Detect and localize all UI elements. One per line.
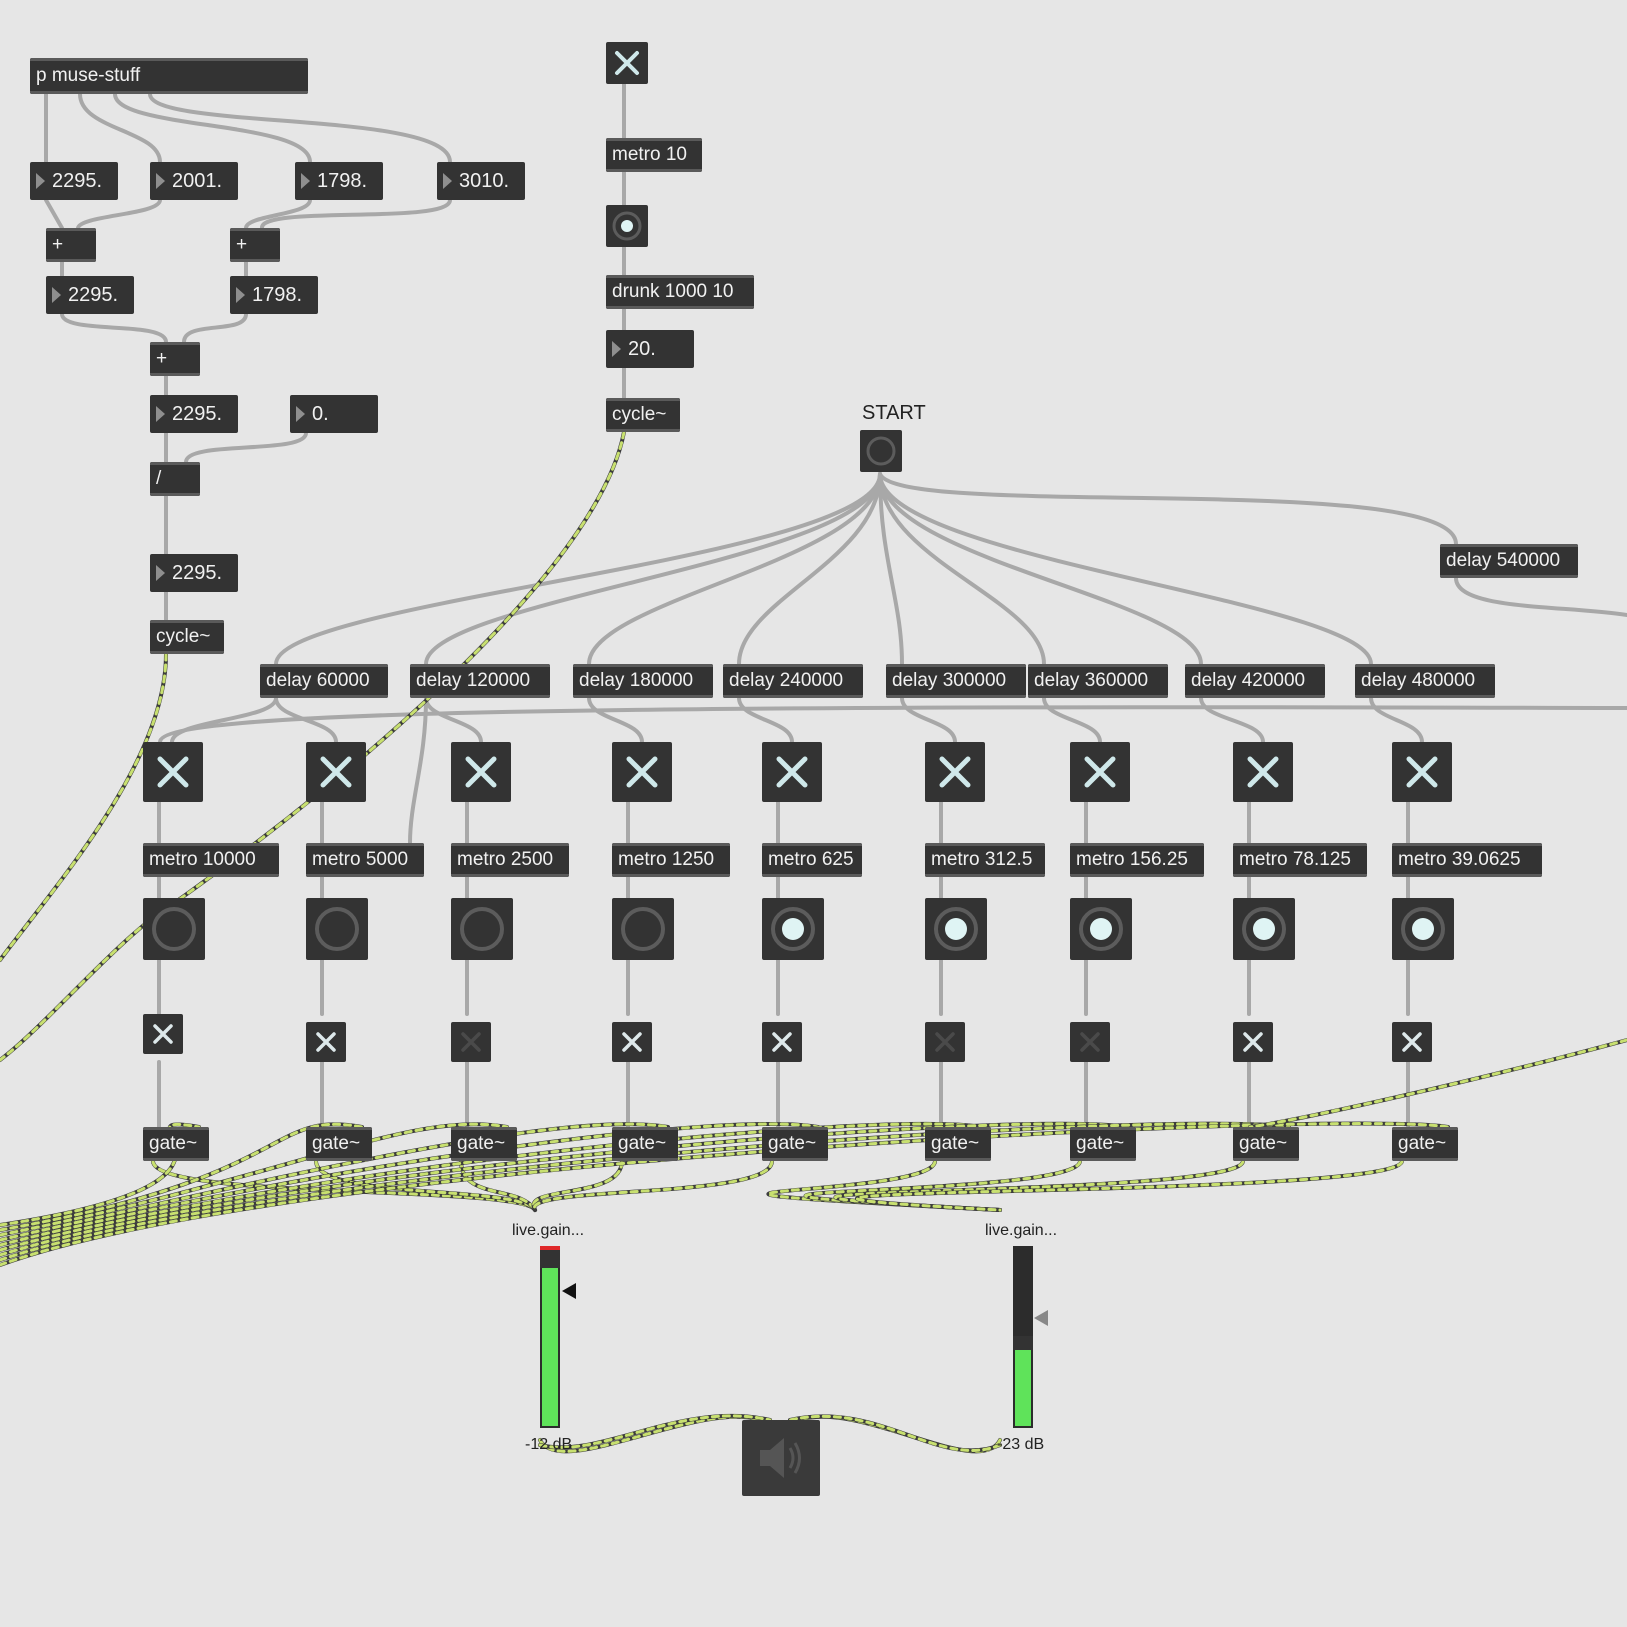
start-comment: START <box>862 402 926 424</box>
gate-toggle[interactable] <box>925 1022 965 1062</box>
delay-object[interactable]: delay 360000 <box>1028 664 1168 698</box>
delay-object[interactable]: delay 180000 <box>573 664 713 698</box>
gain-pointer-icon <box>562 1283 576 1299</box>
divide-operator[interactable]: / <box>150 462 200 496</box>
metro-object[interactable]: metro 10 <box>606 138 702 172</box>
number-box[interactable]: 2295. <box>46 276 134 314</box>
gate-toggle[interactable] <box>762 1022 802 1062</box>
toggle[interactable] <box>612 742 672 802</box>
cycle-oscillator[interactable]: cycle~ <box>150 620 224 654</box>
metro-object[interactable]: metro 2500 <box>451 843 569 877</box>
gate-toggle[interactable] <box>143 1014 183 1054</box>
gain-clip-indicator <box>540 1246 560 1250</box>
gain-label: live.gain... <box>512 1222 585 1239</box>
bang-button[interactable] <box>762 898 824 960</box>
metro-object[interactable]: metro 10000 <box>143 843 279 877</box>
ezdac-button[interactable] <box>742 1420 820 1496</box>
gate-toggle[interactable] <box>451 1022 491 1062</box>
delay-object[interactable]: delay 300000 <box>886 664 1026 698</box>
gate-toggle[interactable] <box>1392 1022 1432 1062</box>
gain-label: live.gain... <box>985 1222 1058 1239</box>
gate-object[interactable]: gate~ <box>451 1127 517 1161</box>
gate-object[interactable]: gate~ <box>612 1127 678 1161</box>
gate-object[interactable]: gate~ <box>1070 1127 1136 1161</box>
bang-button[interactable] <box>1070 898 1132 960</box>
metro-object[interactable]: metro 1250 <box>612 843 730 877</box>
toggle[interactable] <box>606 42 648 84</box>
metro-object[interactable]: metro 5000 <box>306 843 424 877</box>
gain-meter-fill <box>542 1262 558 1426</box>
subpatcher-label: p muse-stuff <box>36 65 141 86</box>
gain-slider[interactable] <box>1013 1246 1033 1428</box>
gain-meter-fill <box>1015 1337 1031 1426</box>
toggle[interactable] <box>143 742 203 802</box>
gain-pointer-icon <box>1034 1310 1048 1326</box>
gate-object[interactable]: gate~ <box>762 1127 828 1161</box>
number-box[interactable]: 2295. <box>150 554 238 592</box>
plus-operator[interactable]: + <box>46 228 96 262</box>
plus-operator[interactable]: + <box>150 342 200 376</box>
delay-object[interactable]: delay 120000 <box>410 664 550 698</box>
gate-object[interactable]: gate~ <box>1233 1127 1299 1161</box>
gate-object[interactable]: gate~ <box>1392 1127 1458 1161</box>
bang-button[interactable] <box>612 898 674 960</box>
bang-button[interactable] <box>306 898 368 960</box>
bang-button[interactable] <box>1233 898 1295 960</box>
number-box[interactable]: 2295. <box>150 395 238 433</box>
start-bang-button[interactable] <box>860 430 902 472</box>
gain-handle <box>540 1250 560 1268</box>
gate-toggle[interactable] <box>1070 1022 1110 1062</box>
number-box[interactable]: 2001. <box>150 162 238 200</box>
metro-object[interactable]: metro 78.125 <box>1233 843 1367 877</box>
gain-slider[interactable] <box>540 1246 560 1428</box>
number-box[interactable]: 1798. <box>295 162 383 200</box>
plus-operator[interactable]: + <box>230 228 280 262</box>
cycle-oscillator[interactable]: cycle~ <box>606 398 680 432</box>
gate-object[interactable]: gate~ <box>306 1127 372 1161</box>
delay-object[interactable]: delay 420000 <box>1185 664 1325 698</box>
bang-button[interactable] <box>925 898 987 960</box>
bang-button[interactable] <box>451 898 513 960</box>
metro-object[interactable]: metro 156.25 <box>1070 843 1204 877</box>
gate-toggle[interactable] <box>306 1022 346 1062</box>
bang-button[interactable] <box>1392 898 1454 960</box>
bang-button[interactable] <box>143 898 205 960</box>
metro-object[interactable]: metro 625 <box>762 843 862 877</box>
number-box[interactable]: 20. <box>606 330 694 368</box>
delay-object[interactable]: delay 540000 <box>1440 544 1578 578</box>
toggle[interactable] <box>306 742 366 802</box>
drunk-object[interactable]: drunk 1000 10 <box>606 275 754 309</box>
number-box[interactable]: 2295. <box>30 162 118 200</box>
subpatcher-muse-stuff[interactable]: p muse-stuff <box>30 58 308 94</box>
metro-object[interactable]: metro 39.0625 <box>1392 843 1542 877</box>
delay-object[interactable]: delay 60000 <box>260 664 388 698</box>
gain-value: -23 dB <box>997 1436 1045 1453</box>
delay-object[interactable]: delay 240000 <box>723 664 863 698</box>
toggle[interactable] <box>1392 742 1452 802</box>
gate-toggle[interactable] <box>612 1022 652 1062</box>
metro-object[interactable]: metro 312.5 <box>925 843 1045 877</box>
bang-button[interactable] <box>606 205 648 247</box>
gain-handle <box>1013 1336 1033 1350</box>
gain-value: -12 dB <box>525 1436 573 1453</box>
toggle[interactable] <box>762 742 822 802</box>
number-box[interactable]: 0. <box>290 395 378 433</box>
speaker-icon <box>760 1438 801 1478</box>
number-box[interactable]: 1798. <box>230 276 318 314</box>
toggle[interactable] <box>451 742 511 802</box>
gate-object[interactable]: gate~ <box>925 1127 991 1161</box>
delay-object[interactable]: delay 480000 <box>1355 664 1495 698</box>
gate-object[interactable]: gate~ <box>143 1127 209 1161</box>
number-box[interactable]: 3010. <box>437 162 525 200</box>
gate-toggle[interactable] <box>1233 1022 1273 1062</box>
toggle[interactable] <box>925 742 985 802</box>
toggle[interactable] <box>1233 742 1293 802</box>
toggle[interactable] <box>1070 742 1130 802</box>
